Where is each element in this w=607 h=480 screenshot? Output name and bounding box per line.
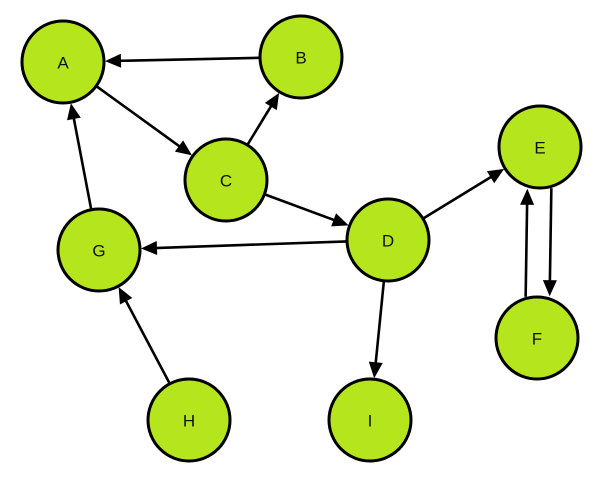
node-circle	[345, 197, 431, 283]
edge-g-to-a	[67, 103, 93, 210]
arrowhead-icon	[174, 140, 192, 156]
edge-line	[124, 298, 171, 385]
arrowhead-icon	[486, 168, 505, 184]
edge-line	[548, 188, 553, 283]
edge-a-to-c	[95, 84, 192, 156]
node-label: A	[57, 54, 69, 73]
node-circle	[494, 295, 580, 381]
node-b[interactable]: B	[258, 14, 344, 100]
edge-f-to-e	[520, 188, 535, 297]
node-i[interactable]: I	[327, 377, 413, 463]
arrowhead-icon	[520, 188, 535, 205]
edge-line	[246, 104, 273, 146]
edge-line	[422, 175, 493, 220]
arrowhead-icon	[140, 240, 158, 255]
node-e[interactable]: E	[497, 104, 583, 190]
edge-h-to-g	[118, 287, 171, 385]
edge-line	[118, 56, 261, 63]
node-label: B	[295, 49, 306, 68]
nodes-layer: A B C D E F G H I	[20, 14, 583, 463]
node-f[interactable]: F	[494, 295, 580, 381]
arrowhead-icon	[104, 53, 122, 68]
node-d[interactable]: D	[345, 197, 431, 283]
node-circle	[56, 207, 142, 293]
edge-b-to-a	[104, 53, 261, 68]
edge-c-to-d	[263, 193, 349, 227]
node-circle	[327, 377, 413, 463]
edge-line	[72, 116, 93, 210]
node-circle	[20, 19, 106, 105]
node-label: E	[534, 139, 545, 158]
edge-line	[263, 193, 336, 222]
node-circle	[183, 137, 269, 223]
edge-line	[154, 240, 348, 250]
node-c[interactable]: C	[183, 137, 269, 223]
node-a[interactable]: A	[20, 19, 106, 105]
node-label: F	[532, 330, 542, 349]
arrowhead-icon	[264, 92, 280, 111]
arrowhead-icon	[67, 103, 81, 121]
arrowhead-icon	[542, 280, 557, 297]
edges-layer	[67, 53, 557, 385]
node-circle	[497, 104, 583, 190]
edge-c-to-b	[246, 92, 280, 146]
node-circle	[146, 377, 232, 463]
arrowhead-icon	[331, 213, 349, 227]
node-label: C	[220, 172, 232, 191]
node-g[interactable]: G	[56, 207, 142, 293]
edge-d-to-i	[368, 280, 386, 379]
arrowhead-icon	[118, 287, 133, 305]
node-label: G	[92, 242, 105, 261]
node-label: H	[183, 412, 195, 431]
edge-d-to-e	[422, 168, 505, 220]
node-circle	[258, 14, 344, 100]
edge-line	[524, 202, 529, 297]
node-label: D	[382, 232, 394, 251]
edge-e-to-f	[542, 188, 557, 297]
arrowhead-icon	[368, 361, 383, 379]
edge-d-to-g	[140, 240, 348, 255]
node-h[interactable]: H	[146, 377, 232, 463]
edge-line	[95, 84, 182, 149]
edge-line	[374, 280, 386, 365]
node-label: I	[368, 412, 373, 431]
